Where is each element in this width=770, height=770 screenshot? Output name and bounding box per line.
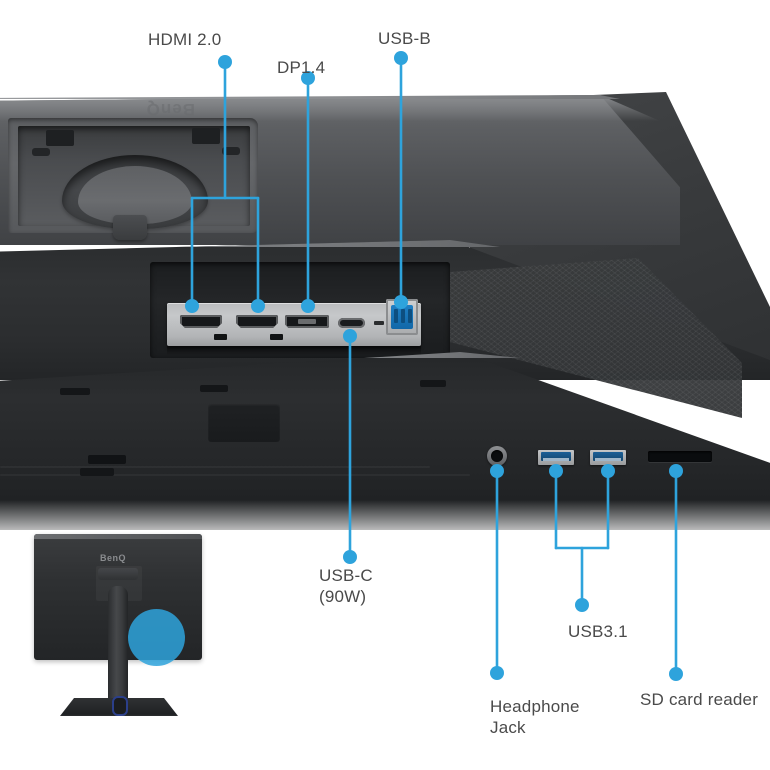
hdmi-screw-hole-1 bbox=[214, 334, 227, 340]
usb-b-slot-mid bbox=[401, 309, 405, 323]
callout-label-usbc: USB-C (90W) bbox=[319, 566, 373, 606]
usb-b-slot-right bbox=[408, 309, 412, 323]
displayport-pin-row bbox=[298, 319, 316, 324]
usb-a-port-inner-1 bbox=[541, 452, 571, 461]
stand-socket-ring-inner bbox=[78, 166, 192, 224]
monitor-thumbnail: BenQ bbox=[12, 528, 224, 766]
callout-dot-usb31 bbox=[575, 598, 589, 612]
thumbnail-panel-top-highlight bbox=[34, 534, 202, 539]
callout-label-hdmi: HDMI 2.0 bbox=[148, 30, 222, 49]
vesa-hole-left bbox=[32, 148, 50, 156]
callout-dot-sdreader bbox=[669, 667, 683, 681]
hdmi-port-icon-2 bbox=[236, 315, 278, 328]
monitor-rear-photo: BenQ bbox=[0, 92, 770, 560]
vent-strip-2 bbox=[0, 474, 470, 476]
headphone-jack-hole bbox=[491, 450, 503, 462]
thumbnail-highlight-circle bbox=[128, 609, 185, 666]
usb-a-tongue-1 bbox=[543, 458, 569, 461]
vesa-tab-right bbox=[192, 128, 220, 144]
hdmi-port-icon-1 bbox=[180, 315, 222, 328]
usb-c-side-marker bbox=[374, 321, 384, 325]
vesa-hole-right bbox=[222, 147, 240, 155]
callout-label-usbb: USB-B bbox=[378, 29, 431, 48]
vent-slot-mid bbox=[200, 385, 228, 392]
monitor-top-edge-highlight bbox=[0, 95, 620, 99]
vent-slot-left bbox=[60, 388, 90, 395]
vent-slot-bottom bbox=[80, 468, 114, 476]
thumbnail-fade-to-white bbox=[12, 714, 224, 758]
bottom-left-notch bbox=[88, 455, 126, 464]
thumbnail-stand-neck bbox=[108, 586, 128, 706]
callout-dot-headphone bbox=[490, 666, 504, 680]
sd-card-slot-icon bbox=[648, 451, 712, 462]
vesa-tab-left bbox=[46, 130, 74, 146]
benq-logo-emboss: BenQ bbox=[145, 100, 195, 119]
usb-c-port-icon bbox=[338, 318, 365, 328]
stand-release-clip bbox=[113, 215, 147, 240]
vent-strip-1 bbox=[0, 466, 430, 468]
vent-slot-right bbox=[420, 380, 446, 387]
callout-label-sdreader: SD card reader bbox=[640, 690, 759, 709]
callout-label-headphone: Headphone Jack bbox=[490, 697, 580, 737]
usb-a-port-inner-2 bbox=[593, 452, 623, 461]
callout-label-dp: DP1.4 bbox=[277, 58, 326, 77]
usb-a-tongue-2 bbox=[595, 458, 621, 461]
kensington-lock-recess bbox=[208, 404, 280, 442]
thumbnail-benq-logo: BenQ bbox=[100, 553, 127, 563]
thumbnail-vesa-plate bbox=[98, 568, 138, 580]
callout-label-usb31: USB3.1 bbox=[568, 622, 628, 641]
usb-b-slot-left bbox=[394, 309, 398, 323]
hdmi-screw-hole-2 bbox=[270, 334, 283, 340]
io-port-plate-shadow bbox=[167, 346, 421, 355]
thumbnail-cable-hole bbox=[112, 696, 128, 716]
